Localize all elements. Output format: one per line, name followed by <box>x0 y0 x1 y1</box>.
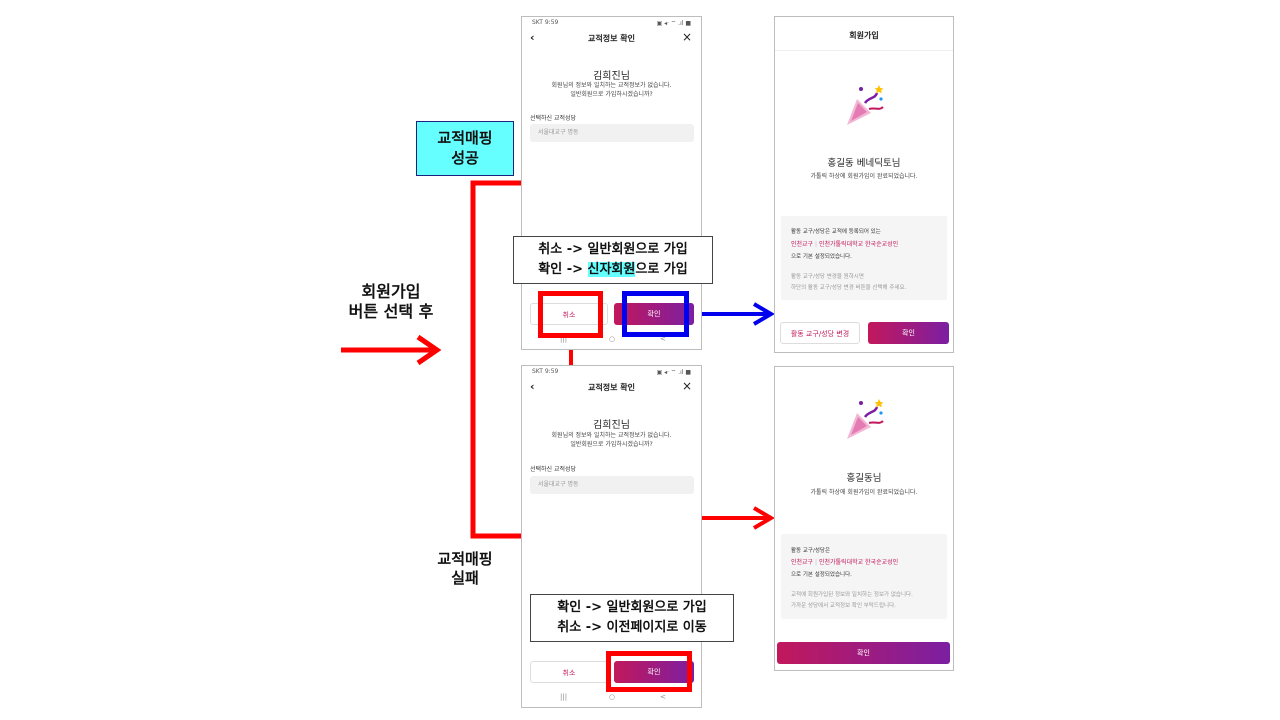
cancel-button[interactable]: 취소 <box>530 303 608 325</box>
after-signup-label: 회원가입 버튼 선택 후 <box>348 282 434 321</box>
nav-bar: ||| ○ < <box>522 693 701 705</box>
home-icon[interactable]: ○ <box>609 335 616 343</box>
back-icon[interactable]: ‹ <box>530 31 535 44</box>
result-name: 홍길동 베네딕토님 <box>827 158 901 169</box>
menu-icon[interactable]: ||| <box>560 335 568 343</box>
close-icon[interactable]: × <box>681 30 692 44</box>
success-callout: 취소 -> 일반회원으로 가입 확인 -> 신자회원으로 가입 <box>513 236 713 284</box>
parish-info-box: 활동 교구/성당은 인천교구 | 인천가톨릭대학교 한국순교성인 으로 기본 설… <box>781 534 947 619</box>
parish-field[interactable]: 서울대교구 명동 <box>530 476 694 494</box>
user-name: 김희진님 <box>593 71 630 82</box>
close-icon[interactable]: × <box>681 379 692 393</box>
confirm-button[interactable]: 확인 <box>614 303 694 325</box>
believer-highlight: 신자회원 <box>587 262 636 277</box>
parish-info-box: 활동 교구/성당은 교적에 등록되어 있는 인천교구 | 인천가톨릭대학교 한국… <box>781 216 947 300</box>
result-name: 홍길동님 <box>846 473 882 484</box>
field-label: 선택하신 교적성당 <box>530 115 577 122</box>
change-parish-button[interactable]: 활동 교구/성당 변경 <box>780 322 860 344</box>
cancel-highlight-box <box>538 291 603 338</box>
fail-confirm-highlight-box <box>606 651 692 692</box>
result-header: 회원가입 <box>849 31 879 40</box>
confirm-highlight-box <box>622 291 689 337</box>
field-label: 선택하신 교적성당 <box>530 466 577 473</box>
parish-name: 인천교구 | 인천가톨릭대학교 한국순교성인 <box>791 559 899 566</box>
result-general-member: 홍길동님 가톨릭 하상에 회원가입이 완료되었습니다. 활동 교구/성당은 인천… <box>774 366 954 671</box>
result-message: 가톨릭 하상에 회원가입이 완료되었습니다. <box>810 173 918 180</box>
parish-field[interactable]: 서울대교구 명동 <box>530 124 694 142</box>
back-nav-icon[interactable]: < <box>660 335 666 343</box>
home-icon[interactable]: ○ <box>609 693 616 701</box>
status-time: SKT 9:59 <box>532 368 559 375</box>
status-icons: ▣ ◂ᐧ ⌔ .ıl ■ <box>656 369 691 376</box>
result-believer-member: 회원가입 홍길동 베네딕토님 가톨릭 하상에 회원가입이 완료되었습니다. 활동… <box>774 16 954 353</box>
phone-parish-confirm-bottom: SKT 9:59 ▣ ◂ᐧ ⌔ .ıl ■ ‹ 교적정보 확인 × 김희진님 회… <box>521 365 702 708</box>
page-title: 교적정보 확인 <box>588 34 635 43</box>
cancel-button[interactable]: 취소 <box>530 661 608 683</box>
match-success-label: 교적매핑 성공 <box>416 121 514 176</box>
party-popper-icon <box>847 85 884 125</box>
status-icons: ▣ ◂ᐧ ⌔ .ıl ■ <box>656 20 691 27</box>
page-title: 교적정보 확인 <box>588 383 635 392</box>
message: 회원님의 정보와 일치하는 교적정보가 없습니다. 일반회원으로 가입하시겠습니… <box>551 432 672 448</box>
result-message: 가톨릭 하상에 회원가입이 완료되었습니다. <box>810 489 918 496</box>
branch-bracket <box>470 180 521 539</box>
back-icon[interactable]: ‹ <box>530 380 535 393</box>
user-name: 김희진님 <box>593 420 630 431</box>
result-confirm-button[interactable]: 확인 <box>868 322 949 344</box>
nav-bar: ||| ○ < <box>522 335 701 347</box>
divider <box>775 50 953 51</box>
status-time: SKT 9:59 <box>532 19 559 26</box>
match-fail-label: 교적매핑 실패 <box>437 550 493 587</box>
message: 회원님의 정보와 일치하는 교적정보가 없습니다. 일반회원으로 가입하시겠습니… <box>551 82 672 98</box>
result-confirm-button[interactable]: 확인 <box>777 642 950 664</box>
confirm-button[interactable]: 확인 <box>614 661 694 683</box>
parish-name: 인천교구 | 인천가톨릭대학교 한국순교성인 <box>791 241 899 248</box>
party-popper-icon <box>847 399 884 439</box>
menu-icon[interactable]: ||| <box>560 693 568 701</box>
fail-callout: 확인 -> 일반회원으로 가입 취소 -> 이전페이지로 이동 <box>530 594 734 642</box>
back-nav-icon[interactable]: < <box>660 693 666 701</box>
